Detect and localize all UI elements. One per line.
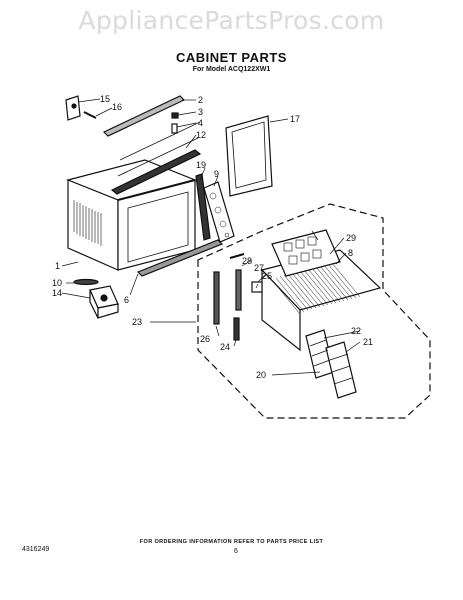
side-curtain xyxy=(203,181,235,243)
bottom-strip xyxy=(136,239,224,277)
page-title: CABINET PARTS xyxy=(176,50,287,65)
watermark: AppliancePartsPros.com xyxy=(78,6,385,35)
callout-27: 27 xyxy=(254,263,264,273)
callout-9: 9 xyxy=(214,169,219,179)
callout-16: 16 xyxy=(112,102,122,112)
page-number: 6 xyxy=(234,548,238,555)
callout-19: 19 xyxy=(196,160,206,170)
callout-10: 10 xyxy=(52,278,62,288)
callout-24: 24 xyxy=(220,342,230,352)
callout-8: 8 xyxy=(348,248,353,258)
callout-2: 2 xyxy=(198,95,203,105)
callout-22: 22 xyxy=(351,326,361,336)
ordering-note: FOR ORDERING INFORMATION REFER TO PARTS … xyxy=(139,539,324,545)
callout-17: 17 xyxy=(290,114,300,124)
callout-12: 12 xyxy=(196,130,206,140)
model-subtitle: For Model ACQ122XW1 xyxy=(192,66,271,73)
callout-1: 1 xyxy=(55,261,60,271)
callout-23: 23 xyxy=(132,317,142,327)
document-number: 4316249 xyxy=(22,546,50,553)
callout-6: 6 xyxy=(124,295,129,305)
control-knob-set xyxy=(325,341,357,399)
callout-29: 29 xyxy=(346,233,356,243)
callout-4: 4 xyxy=(198,118,203,128)
callout-25: 25 xyxy=(262,271,272,281)
side-gasket xyxy=(195,173,211,241)
callout-21: 21 xyxy=(363,337,373,347)
window-frame xyxy=(225,115,273,197)
callout-15: 15 xyxy=(100,94,110,104)
callout-26: 26 xyxy=(200,334,210,344)
callout-28: 28 xyxy=(242,256,252,266)
cabinet-wrapper xyxy=(66,159,197,271)
cabinet-channel xyxy=(110,149,202,195)
callout-14: 14 xyxy=(52,288,62,298)
callout-20: 20 xyxy=(256,370,266,380)
callout-3: 3 xyxy=(198,107,203,117)
louver-strip xyxy=(213,271,220,325)
